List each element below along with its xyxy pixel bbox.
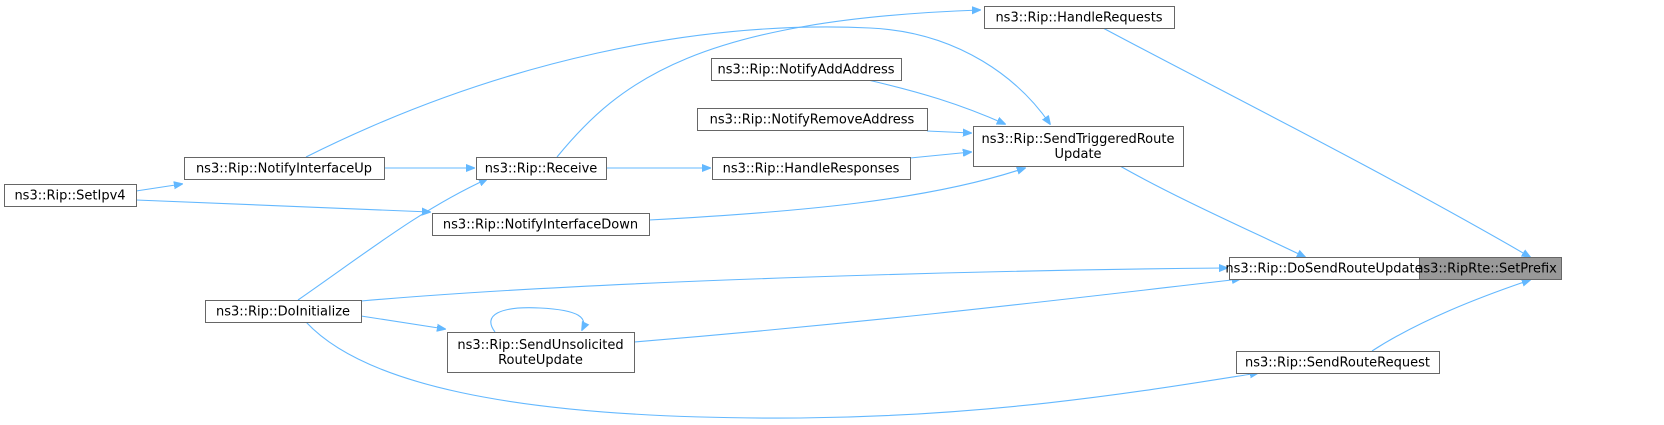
node-receive[interactable]: ns3::Rip::Receive (476, 157, 607, 180)
edge-notifyremove-to-sendtriggered (926, 131, 971, 133)
node-label: ns3::Rip::Receive (485, 162, 598, 177)
node-label: ns3::Rip::NotifyInterfaceDown (443, 218, 638, 233)
node-handlerequests[interactable]: ns3::Rip::HandleRequests (984, 6, 1175, 29)
node-label: ns3::Rip::NotifyRemoveAddress (710, 113, 915, 128)
node-setprefix[interactable]: ns3::RipRte::SetPrefix (1411, 257, 1562, 280)
edge-setipv4-to-notifyup (135, 184, 182, 192)
node-notifyadd[interactable]: ns3::Rip::NotifyAddAddress (711, 58, 902, 81)
node-label: ns3::Rip::NotifyAddAddress (717, 63, 894, 78)
node-box (1236, 351, 1440, 374)
node-notifyup[interactable]: ns3::Rip::NotifyInterfaceUp (184, 157, 385, 180)
node-box (712, 157, 911, 180)
edge-sendroutereq-to-setprefix (1371, 280, 1530, 352)
node-label: ns3::Rip::SendRouteRequest (1245, 356, 1430, 371)
node-doinit[interactable]: ns3::Rip::DoInitialize (205, 300, 362, 323)
edge-doinit-to-sendroutereq (305, 321, 1258, 419)
edge-notifyadd-to-sendtriggered (867, 79, 1005, 124)
node-box (1229, 257, 1420, 280)
edge-sendunsol-to-sendunsol (490, 307, 584, 333)
node-dosend[interactable]: ns3::Rip::DoSendRouteUpdate (1225, 257, 1423, 280)
node-box (4, 184, 137, 207)
edge-doinit-to-dosend (360, 268, 1227, 302)
edge-sendunsol-to-dosend (633, 279, 1240, 343)
node-label: ns3::Rip::NotifyInterfaceUp (196, 162, 372, 177)
node-box (711, 58, 902, 81)
edge-handleresp-to-sendtriggered (909, 152, 971, 159)
node-notifyremove[interactable]: ns3::Rip::NotifyRemoveAddress (697, 108, 928, 131)
node-box (476, 157, 607, 180)
node-sendroutereq[interactable]: ns3::Rip::SendRouteRequest (1236, 351, 1440, 374)
edge-doinit-to-receive (297, 179, 487, 301)
node-box (697, 108, 928, 131)
node-label: ns3::Rip::DoSendRouteUpdate (1225, 262, 1422, 277)
edge-notifydown-to-sendtriggered (648, 168, 1025, 221)
node-box (205, 300, 362, 323)
node-label: ns3::Rip::SendTriggeredRoute (982, 132, 1175, 147)
node-box (984, 6, 1175, 29)
edge-setipv4-to-notifydown (135, 199, 430, 212)
edge-receive-to-handlerequests (556, 10, 980, 158)
node-box (432, 213, 650, 236)
node-box (447, 332, 635, 373)
node-label: ns3::Rip::HandleRequests (995, 11, 1162, 26)
node-box (184, 157, 385, 180)
node-label: ns3::Rip::SetIpv4 (14, 189, 125, 204)
node-setipv4[interactable]: ns3::Rip::SetIpv4 (4, 184, 137, 207)
node-label: ns3::RipRte::SetPrefix (1415, 262, 1557, 277)
node-notifydown[interactable]: ns3::Rip::NotifyInterfaceDown (432, 213, 650, 236)
edge-handlerequests-to-setprefix (1102, 27, 1530, 257)
edge-doinit-to-sendunsol (360, 315, 445, 329)
edges-layer (135, 10, 1530, 419)
node-box (973, 126, 1184, 167)
nodes-layer: ns3::RipRte::SetPrefix ns3::Rip::HandleRe… (4, 6, 1562, 374)
node-label: ns3::Rip::DoInitialize (216, 305, 350, 320)
node-label: RouteUpdate (498, 353, 583, 368)
node-handleresp[interactable]: ns3::Rip::HandleResponses (712, 157, 911, 180)
node-label: Update (1054, 147, 1101, 162)
node-label: ns3::Rip::SendUnsolicited (457, 338, 623, 353)
node-label: ns3::Rip::HandleResponses (723, 162, 900, 177)
edge-sendtriggered-to-dosend (1119, 165, 1305, 257)
edge-notifyup-to-sendtriggered (305, 26, 1050, 158)
